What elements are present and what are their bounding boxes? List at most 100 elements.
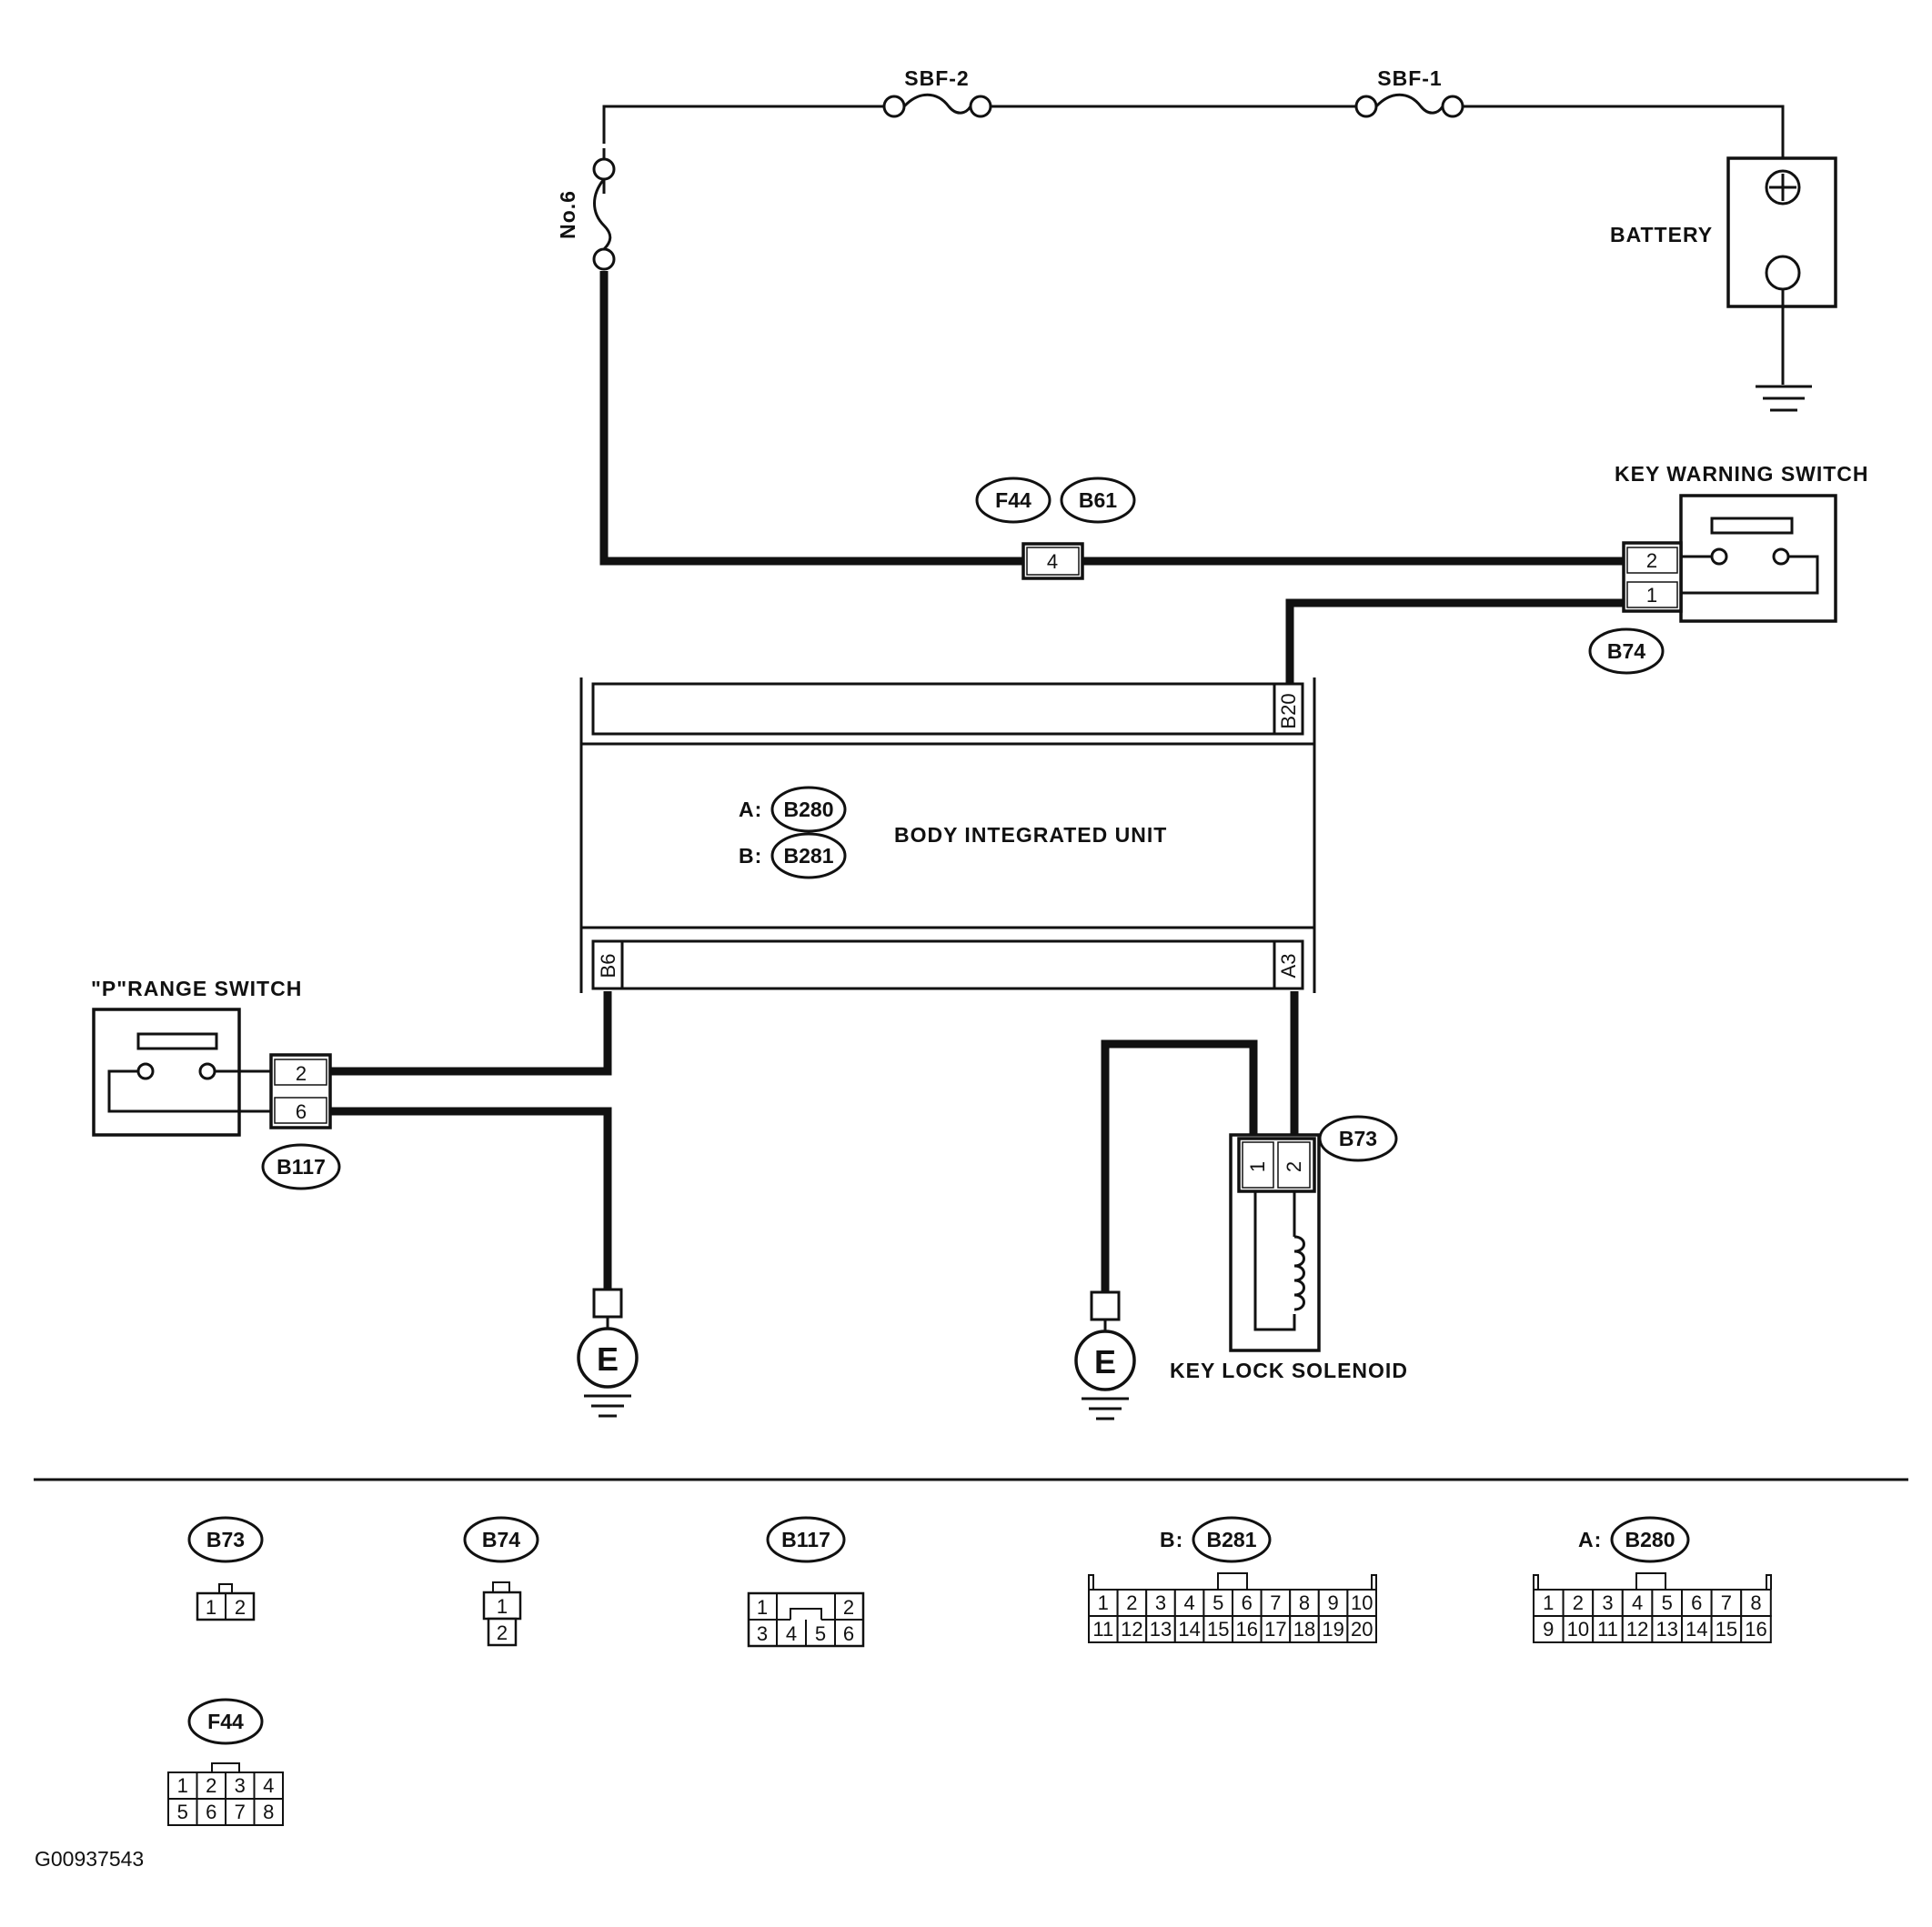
b281-pin-label: 5: [1213, 1591, 1223, 1614]
b280-pin-cell: [1592, 1589, 1624, 1617]
b281-pin-label: 9: [1327, 1591, 1338, 1614]
connector-label-b74: B74: [1588, 627, 1665, 675]
b280-pin-cell: [1621, 1615, 1654, 1643]
f44-pin-cell: [167, 1798, 198, 1826]
fuse-no6: No.6: [556, 157, 616, 271]
b281-pin-label: 19: [1322, 1618, 1343, 1641]
b280-pin-label: 12: [1626, 1618, 1648, 1641]
fuse-sbf1: SBF-1: [1354, 66, 1464, 118]
b281-pin-label: 16: [1236, 1618, 1258, 1641]
b280-pin-label: 2: [1573, 1591, 1584, 1614]
inline-connector-pin: 4: [1047, 550, 1058, 573]
b281-pin-label: 6: [1242, 1591, 1253, 1614]
b280-pin-label: 3: [1602, 1591, 1613, 1614]
b281-pin-label: 3: [1155, 1591, 1166, 1614]
connector-label-f44: F44: [975, 477, 1052, 524]
connector-view-b280-prefix: A:: [1578, 1528, 1602, 1551]
b280-pin-cell: [1621, 1589, 1654, 1617]
harness-wires: [329, 271, 1624, 1300]
svg-text:4: 4: [786, 1622, 797, 1645]
svg-text:2: 2: [235, 1596, 246, 1619]
b280-pin-label: 1: [1543, 1591, 1554, 1614]
f44-pin-label: 6: [206, 1801, 216, 1823]
b281-pin-label: 4: [1183, 1591, 1194, 1614]
b281-pin-label: 17: [1264, 1618, 1286, 1641]
key-lock-solenoid-label: KEY LOCK SOLENOID: [1170, 1359, 1408, 1382]
connector-view-b73: B73 1 2: [187, 1516, 264, 1621]
terminal-b20: B20: [1277, 693, 1300, 728]
key-warning-switch-label: KEY WARNING SWITCH: [1615, 462, 1869, 486]
connector-view-b281-name: B281: [1207, 1528, 1257, 1551]
key-warning-pin-1: 1: [1646, 584, 1657, 607]
svg-text:1: 1: [757, 1596, 768, 1619]
b281-pin-cell: [1289, 1615, 1320, 1643]
b280-pin-cell: [1681, 1615, 1713, 1643]
p-range-switch: "P"RANGE SWITCH 2 6 B117: [91, 977, 341, 1190]
b281-pin-cell: [1116, 1589, 1148, 1617]
svg-text:B74: B74: [1607, 639, 1645, 663]
b281-pin-label: 12: [1121, 1618, 1142, 1641]
svg-text:B73: B73: [1339, 1127, 1377, 1150]
f44-pin-label: 5: [177, 1801, 188, 1823]
battery-label: BATTERY: [1610, 223, 1713, 246]
svg-text:F44: F44: [995, 488, 1031, 512]
b280-pin-cell: [1533, 1589, 1565, 1617]
figure-id: G00937543: [35, 1847, 144, 1871]
f44-pin-label: 7: [235, 1801, 246, 1823]
b281-pin-label: 2: [1126, 1591, 1137, 1614]
b281-pin-label: 7: [1270, 1591, 1281, 1614]
solenoid-coil-icon: [1253, 1191, 1305, 1331]
svg-text:2: 2: [497, 1621, 508, 1644]
f44-pin-cell: [225, 1798, 256, 1826]
b280-pin-cell: [1740, 1615, 1772, 1643]
p-range-switch-label: "P"RANGE SWITCH: [91, 977, 302, 1000]
svg-text:B280: B280: [784, 798, 834, 821]
b281-pin-label: 8: [1299, 1591, 1310, 1614]
b280-pin-label: 7: [1721, 1591, 1732, 1614]
b281-pin-label: 15: [1207, 1618, 1229, 1641]
battery: BATTERY: [1610, 156, 1837, 412]
body-integrated-unit-label: BODY INTEGRATED UNIT: [894, 823, 1167, 847]
key-lock-solenoid: 1 2 B73 KEY LOCK SOLENOID: [1170, 1115, 1408, 1382]
p-range-pin-6: 6: [296, 1100, 307, 1123]
f44-pin-label: 8: [263, 1801, 274, 1823]
solenoid-pin-1: 1: [1246, 1161, 1269, 1172]
svg-text:B281: B281: [784, 844, 834, 868]
b280-pin-label: 16: [1745, 1618, 1766, 1641]
b281-pin-label: 20: [1351, 1618, 1373, 1641]
connector-view-f44-name: F44: [207, 1710, 244, 1733]
b281-pin-cell: [1232, 1589, 1263, 1617]
svg-text:3: 3: [757, 1622, 768, 1645]
f44-pin-label: 3: [235, 1774, 246, 1797]
body-integrated-unit: B20 B6 A3 A: B280 B: B281 BODY INTEGRATE…: [579, 677, 1316, 993]
inline-connector-f44-b61: 4 F44 B61: [975, 477, 1136, 580]
terminal-a3: A3: [1277, 954, 1300, 979]
connector-label-b61: B61: [1060, 477, 1136, 524]
b280-pin-cell: [1710, 1615, 1743, 1643]
f44-pin-label: 1: [177, 1774, 188, 1797]
b280-pin-label: 15: [1716, 1618, 1737, 1641]
b280-pin-label: 13: [1655, 1618, 1677, 1641]
b280-pin-label: 11: [1597, 1618, 1618, 1641]
connector-label-b117: B117: [261, 1143, 341, 1190]
connector-view-b280-name: B280: [1625, 1528, 1675, 1551]
battery-plus-terminal: [1765, 169, 1801, 206]
b281-pin-label: 10: [1351, 1591, 1373, 1614]
key-warning-switch-connector: 2 1: [1622, 541, 1683, 613]
p-range-pin-2: 2: [296, 1062, 307, 1085]
ground-left: E: [577, 1288, 639, 1418]
key-warning-pin-2: 2: [1646, 549, 1657, 572]
fuse-sbf2-label: SBF-2: [904, 66, 969, 90]
b280-pin-cell: [1533, 1615, 1565, 1643]
connector-view-b74-name: B74: [482, 1528, 520, 1551]
b281-pin-label: 1: [1098, 1591, 1109, 1614]
b281-pin-label: 18: [1293, 1618, 1315, 1641]
key-lock-solenoid-connector: 1 2: [1237, 1137, 1316, 1193]
b280-pin-label: 4: [1632, 1591, 1643, 1614]
ground-left-label: E: [597, 1340, 619, 1378]
ground-right: E: [1074, 1290, 1136, 1420]
